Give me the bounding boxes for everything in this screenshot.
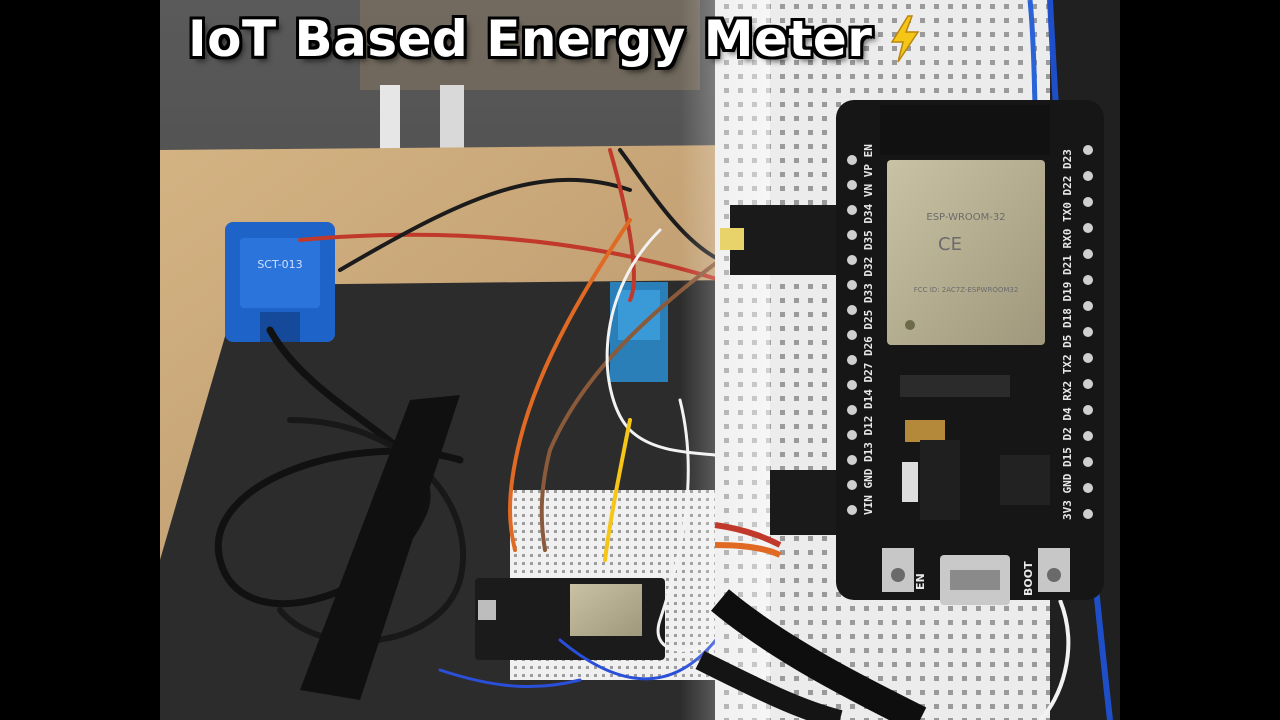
module-label: ESP-WROOM-32 [926, 212, 1005, 223]
jumper-pin-top [720, 228, 744, 250]
red-wire [714, 522, 782, 548]
title-text: IoT Based Energy Meter [188, 10, 873, 68]
black-tape [300, 395, 460, 700]
video-title: IoT Based Energy Meter [188, 4, 922, 74]
chair-shadow [360, 0, 700, 90]
esp32-board-large: ESP-WROOM-32 CE FCC ID: 2AC7Z-ESPWROOM32 [836, 100, 1104, 605]
module-code: FCC ID: 2AC7Z-ESPWROOM32 [914, 286, 1019, 294]
lightning-bolt-icon [891, 15, 920, 63]
esp32-module-small [570, 584, 642, 636]
black-cable [711, 589, 927, 720]
pin-header-left [847, 155, 857, 515]
boot-button-label: BOOT [1022, 561, 1035, 596]
energy-meter-photo: SCT-013 [160, 0, 1120, 720]
usb-port-small [478, 600, 496, 620]
pin-header-right [1083, 145, 1093, 519]
black-cable [695, 651, 843, 720]
sensor-label: SCT-013 [257, 258, 302, 271]
left-pin-labels: VIN GND D13 D12 D14 D27 D26 D25 D33 D32 … [862, 144, 875, 515]
jumper-connector-top [730, 205, 840, 275]
right-pin-labels: 3V3 GND D15 D2 D4 RX2 TX2 D5 D18 D19 D21… [1061, 149, 1074, 520]
current-clamp-sensor: SCT-013 [225, 222, 335, 342]
photo-illustration: SCT-013 [160, 0, 1120, 720]
white-wire-right [1038, 599, 1071, 720]
module-mark: CE [938, 234, 962, 255]
chair-leg [440, 85, 464, 155]
esp32-metal-module [887, 160, 1045, 345]
chair-leg [380, 85, 400, 155]
en-button-label: EN [914, 573, 927, 590]
orange-wire [714, 542, 782, 558]
jumper-connector-bottom [770, 470, 840, 535]
